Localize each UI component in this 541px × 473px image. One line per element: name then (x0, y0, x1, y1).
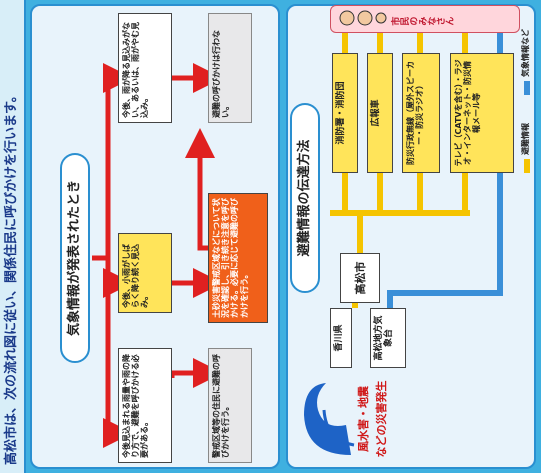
channel-tv-internet: テレビ（CATVを含む）・ラジオ・インターネット・防災情報メール等 (450, 53, 514, 173)
citizens-box: 市民のみなさん (330, 5, 520, 33)
channel-pr-vehicle: 広報車 (367, 53, 393, 173)
legend-yellow-swatch (524, 159, 530, 173)
legend-evac-label: 避難情報 (521, 123, 530, 155)
red-arrow-group (92, 63, 223, 448)
channel-fire-dept: 消防署・消防団 (332, 53, 358, 173)
channel-disaster-radio: 防災行政無線（屋外スピーカー・防災ラジオ） (402, 53, 440, 173)
citizens-faces-icon (339, 10, 387, 26)
weather-flow-arrows (92, 63, 223, 448)
wave-icon (304, 383, 355, 455)
citizens-label: 市民のみなさん (391, 17, 454, 28)
legend-weather-label: 気象情報など (521, 29, 530, 77)
disaster-logo: 風水害・地震 などの災害発生 (296, 375, 406, 465)
arrow-left-down (169, 358, 223, 388)
legend-blue-swatch (524, 81, 530, 95)
legend: 避難情報 気象情報など (520, 13, 536, 173)
